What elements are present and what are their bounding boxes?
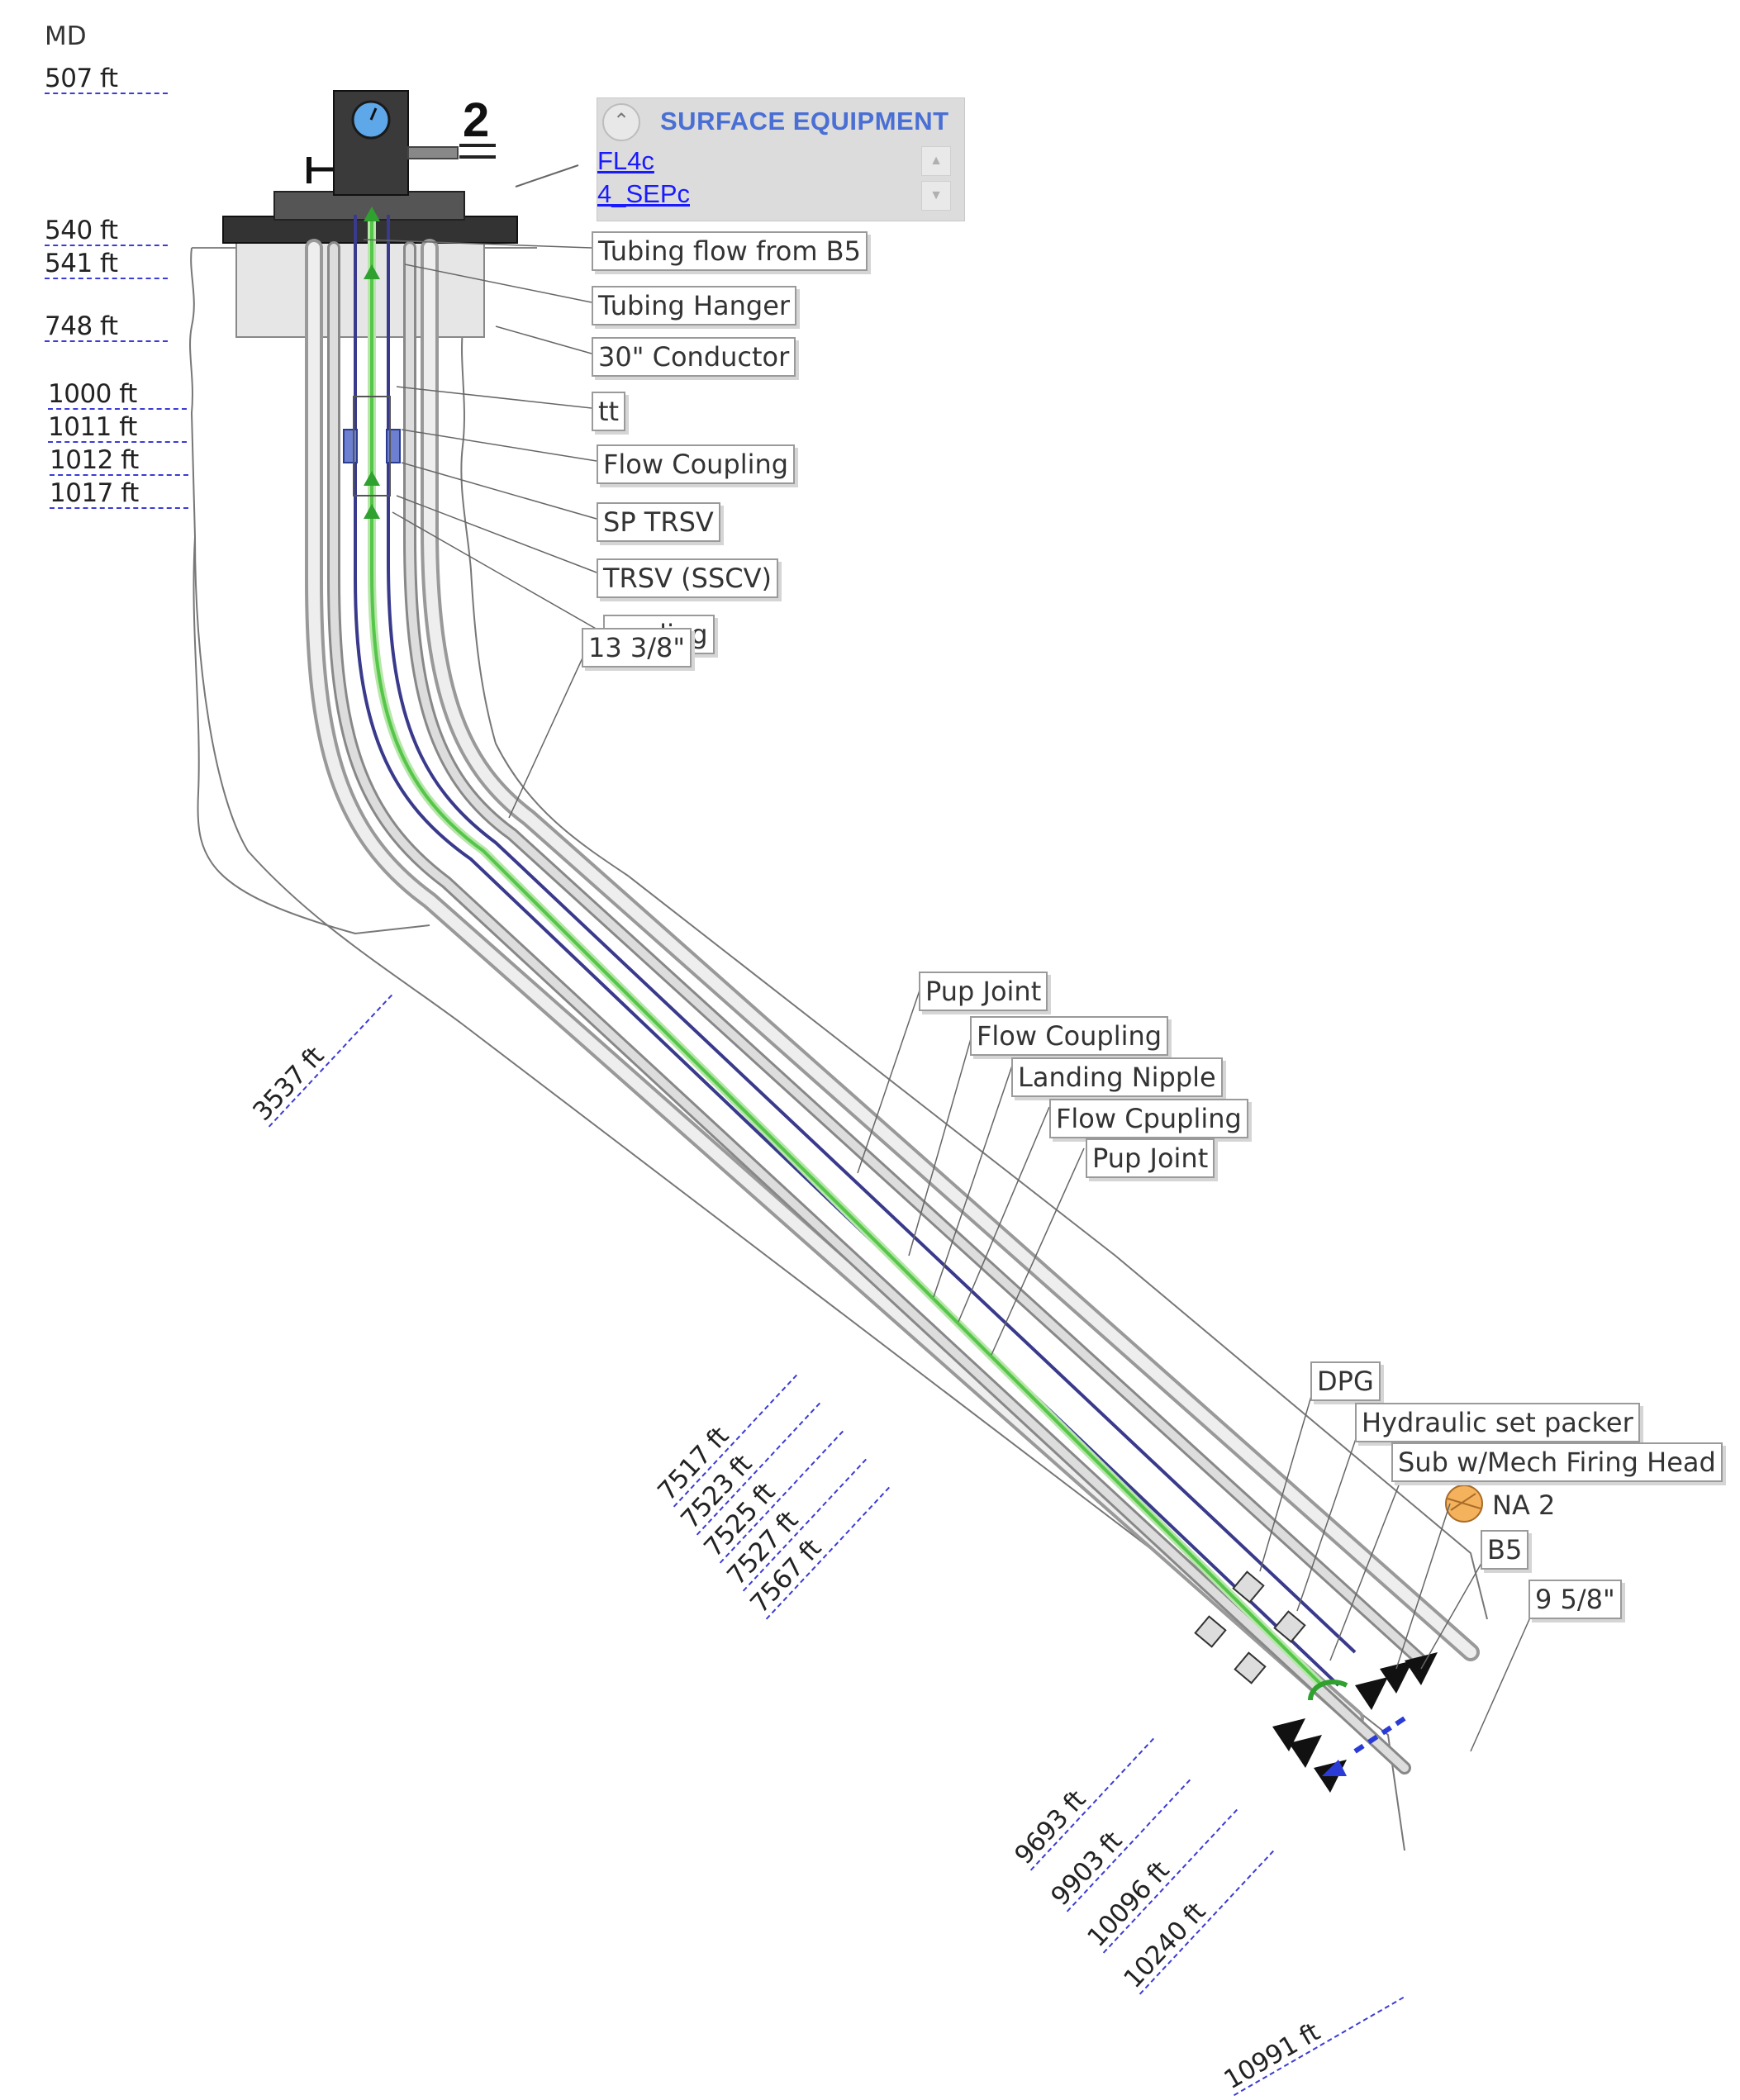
reservoir-icon xyxy=(1445,1485,1483,1523)
depth-label: 540 ft xyxy=(45,216,168,246)
depth-label: 541 ft xyxy=(45,249,168,279)
callout-label: Tubing flow from B5 xyxy=(592,231,868,271)
surface-equipment-title: SURFACE EQUIPMENT xyxy=(660,107,949,135)
tubing-string xyxy=(354,215,1357,1687)
callout-label: 30" Conductor xyxy=(592,337,796,377)
depth-label: 1000 ft xyxy=(48,380,187,410)
callout-label: Sub w/Mech Firing Head xyxy=(1391,1442,1723,1482)
collapse-chevron-icon[interactable]: ⌃ xyxy=(602,103,640,141)
scroll-down-button[interactable]: ▼ xyxy=(921,181,951,211)
depth-label: 1011 ft xyxy=(48,413,187,443)
callout-label: TRSV (SSCV) xyxy=(597,558,778,598)
callout-label: 13 3/8" xyxy=(582,628,692,668)
formation-outline xyxy=(189,247,1488,1851)
bottom-connection xyxy=(1308,1680,1406,1776)
callout-label: Tubing Hanger xyxy=(592,286,797,325)
callout-label: Pup Joint xyxy=(919,972,1048,1011)
wellhead xyxy=(222,90,579,244)
callout-label: SP TRSV xyxy=(597,502,720,542)
md-header: MD xyxy=(45,21,87,51)
depth-label: 1017 ft xyxy=(50,479,188,509)
leader-lines xyxy=(363,239,1538,1752)
surface-equipment-link[interactable]: FL4c xyxy=(597,146,654,175)
callout-label: B5 xyxy=(1481,1530,1529,1570)
conductor-housing xyxy=(192,239,537,338)
scroll-up-button[interactable]: ▲ xyxy=(921,146,951,176)
callout-label: Hydraulic set packer xyxy=(1355,1403,1640,1442)
depth-label: 507 ft xyxy=(45,64,168,94)
surface-equipment-panel: ⌃ SURFACE EQUIPMENT FL4c 4_SEPc ▲ ▼ xyxy=(597,97,965,221)
depth-label: 1012 ft xyxy=(50,446,188,476)
callout-label: Flow Coupling xyxy=(597,444,796,484)
callout-label: Landing Nipple xyxy=(1011,1057,1223,1097)
callout-label: NA 2 xyxy=(1492,1489,1556,1521)
depth-label: 748 ft xyxy=(45,312,168,342)
callout-label: Flow Coupling xyxy=(970,1016,1169,1056)
flow-path xyxy=(364,207,1325,1689)
callout-label: tt xyxy=(592,392,626,431)
callout-label: Pup Joint xyxy=(1086,1138,1215,1178)
surface-equipment-link[interactable]: 4_SEPc xyxy=(597,179,691,208)
well-number: 2 xyxy=(463,93,490,147)
callout-label: DPG xyxy=(1310,1361,1381,1401)
callout-label: Flow Cpupling xyxy=(1049,1099,1248,1138)
dpg-gauges xyxy=(1194,1570,1306,1684)
casing-strings xyxy=(305,239,1480,1775)
trsv-components xyxy=(343,396,401,496)
callout-label: 9 5/8" xyxy=(1528,1580,1622,1619)
